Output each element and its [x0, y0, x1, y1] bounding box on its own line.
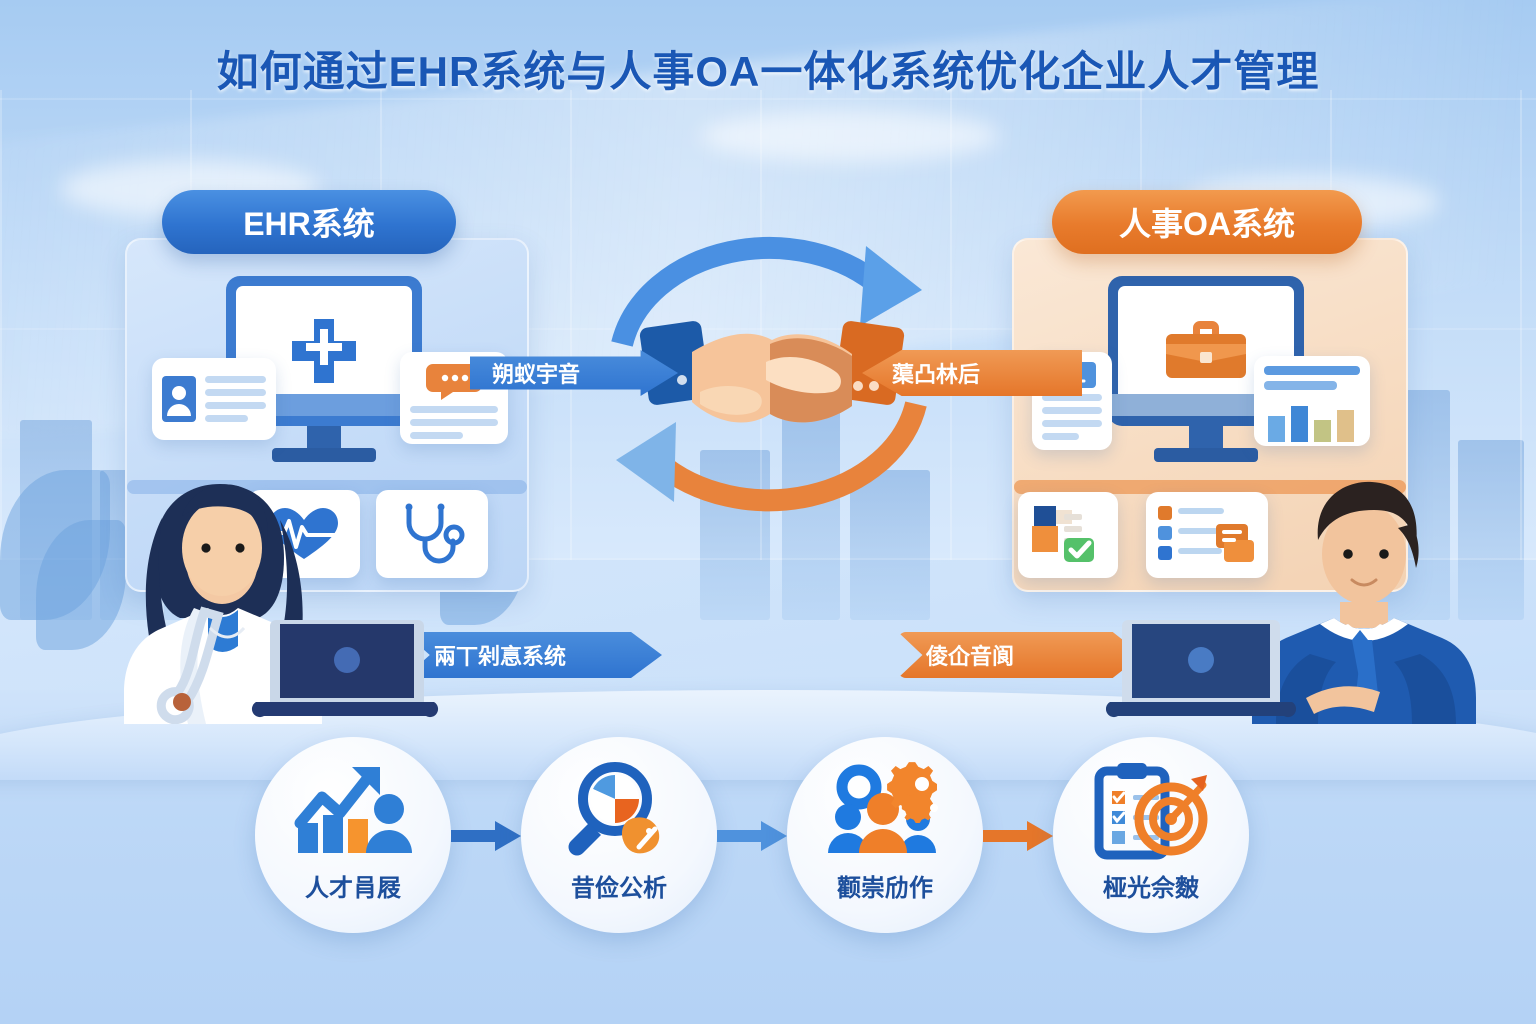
team-gears-icon — [828, 762, 938, 853]
text-line — [1042, 394, 1102, 401]
ehr-badge[interactable]: EHR系统 — [162, 190, 456, 254]
monitor-base — [272, 448, 376, 462]
chat-bubble-icon — [426, 364, 482, 400]
building — [1458, 440, 1524, 620]
flow-node-4[interactable]: 桠光佘麬 — [1053, 737, 1249, 933]
text-line — [1264, 381, 1337, 390]
check-mark-icon — [1032, 506, 1094, 562]
monitor-neck — [1189, 426, 1223, 452]
checklist-icon — [1158, 506, 1254, 562]
integration-hub — [580, 226, 960, 526]
flow-node-1[interactable]: 人才肙屐 — [255, 737, 451, 933]
report-card-lines — [1264, 366, 1360, 390]
approval-tile — [1018, 492, 1118, 578]
cloud-2 — [700, 110, 1000, 162]
medical-cross-icon — [292, 319, 356, 383]
flow-node-1-label: 人才肙屐 — [305, 875, 401, 902]
flow-node-2[interactable]: 昔俭公析 — [521, 737, 717, 933]
person-id-icon — [162, 376, 196, 422]
patient-id-card — [152, 358, 276, 440]
flow-node-3-label: 颧崇劤作 — [837, 875, 933, 902]
monitor-base — [1154, 448, 1258, 462]
text-line — [1042, 407, 1102, 414]
task-list-tile — [1146, 492, 1268, 578]
briefcase-icon — [1166, 321, 1246, 378]
text-line — [205, 389, 266, 396]
text-line — [205, 415, 248, 422]
flow-arrow-2 — [717, 821, 787, 851]
text-line — [1264, 366, 1360, 375]
flow-node-3[interactable]: 颧崇劤作 — [787, 737, 983, 933]
growth-chart-person-icon — [294, 767, 412, 853]
id-card-lines — [205, 376, 266, 422]
hr-oa-badge-label: 人事OA系统 — [1118, 206, 1295, 242]
monitor-neck — [307, 426, 341, 452]
connector-label-mid-left: 朔蚁宇音 — [470, 350, 678, 396]
connector-label-mid-right: 蕖凸林后 — [862, 350, 1082, 396]
text-line — [1042, 433, 1080, 440]
ehr-badge-label: EHR系统 — [243, 206, 375, 242]
text-line — [205, 376, 266, 383]
clipboard-target-icon — [1094, 763, 1208, 860]
stethoscope-icon — [405, 503, 465, 564]
flow-node-4-label: 桠光佘麬 — [1103, 875, 1199, 902]
connector-label-text: 蕖凸林后 — [892, 362, 981, 387]
arrow-counterclockwise-orange — [616, 401, 927, 512]
talent-flow: 人才肙屐 昔俭公析 — [255, 737, 1285, 937]
report-chart-card — [1254, 356, 1370, 446]
document-card-lines — [1042, 394, 1102, 440]
building — [782, 405, 840, 620]
handshake-icon — [639, 321, 905, 423]
building — [700, 450, 770, 620]
arrow-clockwise-blue — [611, 236, 922, 347]
flow-node-2-label: 昔俭公析 — [571, 875, 667, 902]
magnifier-pie-chart-icon — [568, 762, 660, 856]
doctor-laptop — [251, 620, 439, 718]
hr-laptop — [1106, 620, 1296, 718]
stethoscope-tile — [376, 490, 488, 578]
bar-chart-icon — [1268, 406, 1354, 442]
hr-oa-badge[interactable]: 人事OA系统 — [1052, 190, 1362, 254]
chat-card-lines — [410, 406, 498, 439]
page-title: 如何通过EHR系统与人事OA一体化系统优化企业人才管理 — [216, 48, 1320, 95]
text-line — [410, 419, 498, 426]
flow-arrow-3 — [983, 821, 1053, 851]
text-line — [410, 432, 463, 439]
connector-label-text: 朔蚁宇音 — [492, 362, 581, 387]
connector-label-text: 倰仚音阆 — [926, 644, 1015, 669]
connector-label-text: 兩丅剁悥系统 — [434, 644, 567, 669]
text-line — [410, 406, 498, 413]
text-line — [205, 402, 266, 409]
flow-arrow-1 — [451, 821, 521, 851]
text-line — [1042, 420, 1102, 427]
connector-label-low-left: 兩丅剁悥系统 — [404, 632, 662, 678]
panel-divider-band — [1014, 480, 1406, 494]
connector-label-low-right: 倰仚音阆 — [898, 632, 1142, 678]
hr-manager-avatar — [1252, 481, 1476, 724]
building — [850, 470, 930, 620]
